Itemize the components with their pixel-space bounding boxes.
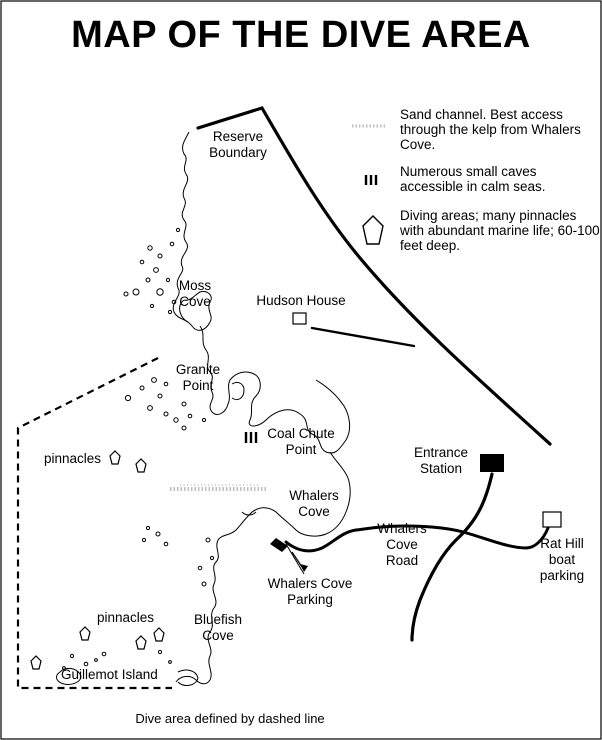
label-whalers-cove-parking: Whalers Cove <box>267 576 353 591</box>
legend-diving-areas-text: Diving areas; many pinnacles with abunda… <box>400 208 600 253</box>
pinnacle-icon <box>153 627 165 642</box>
label-moss-cove: Cove <box>179 294 211 309</box>
label-bluefish: Bluefish <box>193 612 243 627</box>
pinnacle-icon <box>135 635 147 650</box>
label-boat: boat <box>548 552 576 567</box>
pinnacle-icon <box>109 450 121 465</box>
parking-leader <box>285 543 305 575</box>
caves-icon <box>364 175 378 185</box>
coastline <box>56 131 351 686</box>
whalers-parking-marker <box>270 538 308 572</box>
hudson-house-marker <box>292 312 307 325</box>
label-granite: Granite <box>175 362 221 377</box>
entrance-road <box>410 472 494 642</box>
label-coal-chute: Coal Chute <box>267 426 335 441</box>
pinnacle-icon <box>30 655 42 670</box>
label-pinnacles-north: pinnacles <box>44 451 102 466</box>
label-boundary: Boundary <box>209 145 267 160</box>
legend-sand-channel-text: Sand channel. Best access through the ke… <box>400 107 581 152</box>
label-moss: Moss <box>178 278 212 293</box>
dive-area-boundary <box>16 357 172 690</box>
label-granite-point: Point <box>182 378 214 393</box>
label-whalers: Whalers <box>289 488 339 503</box>
map-title: MAP OF THE DIVE AREA <box>71 14 531 56</box>
whalers-cove-road <box>284 524 550 553</box>
entrance-station-marker <box>480 454 504 472</box>
pinnacle-icon <box>362 215 384 245</box>
rat-hill-parking-marker <box>542 511 562 528</box>
coal-chute-caves-icon <box>244 432 258 443</box>
legend-caves-text: Numerous small caves accessible in calm … <box>400 164 546 194</box>
label-whalers-parking: Parking <box>287 592 333 607</box>
label-coal-chute-point: Point <box>285 442 317 457</box>
sand-channel <box>170 484 268 491</box>
label-hudson-house: Hudson House <box>256 293 346 308</box>
pinnacle-icon <box>135 458 147 473</box>
pinnacle-icon <box>79 626 91 641</box>
label-rat-hill: Rat Hill <box>540 536 584 551</box>
label-road-whalers: Whalers <box>377 521 427 536</box>
pinnacle-icons <box>30 450 165 670</box>
label-reserve: Reserve <box>212 129 264 144</box>
label-station: Station <box>419 461 463 476</box>
hudson-road <box>310 326 416 348</box>
label-entrance: Entrance <box>413 445 469 460</box>
label-road-cove: Cove <box>386 537 418 552</box>
map-footer-note: Dive area defined by dashed line <box>135 711 325 726</box>
label-pinnacles-south: pinnacles <box>97 610 155 625</box>
legend-icons <box>352 124 386 245</box>
label-road: Road <box>385 553 419 568</box>
label-whalers-cove: Cove <box>298 504 330 519</box>
label-guillemot-island: Guillemot Island <box>61 667 158 682</box>
label-parking: parking <box>539 568 585 583</box>
label-bluefish-cove: Cove <box>202 628 234 643</box>
reserve-boundary-line <box>196 106 552 446</box>
